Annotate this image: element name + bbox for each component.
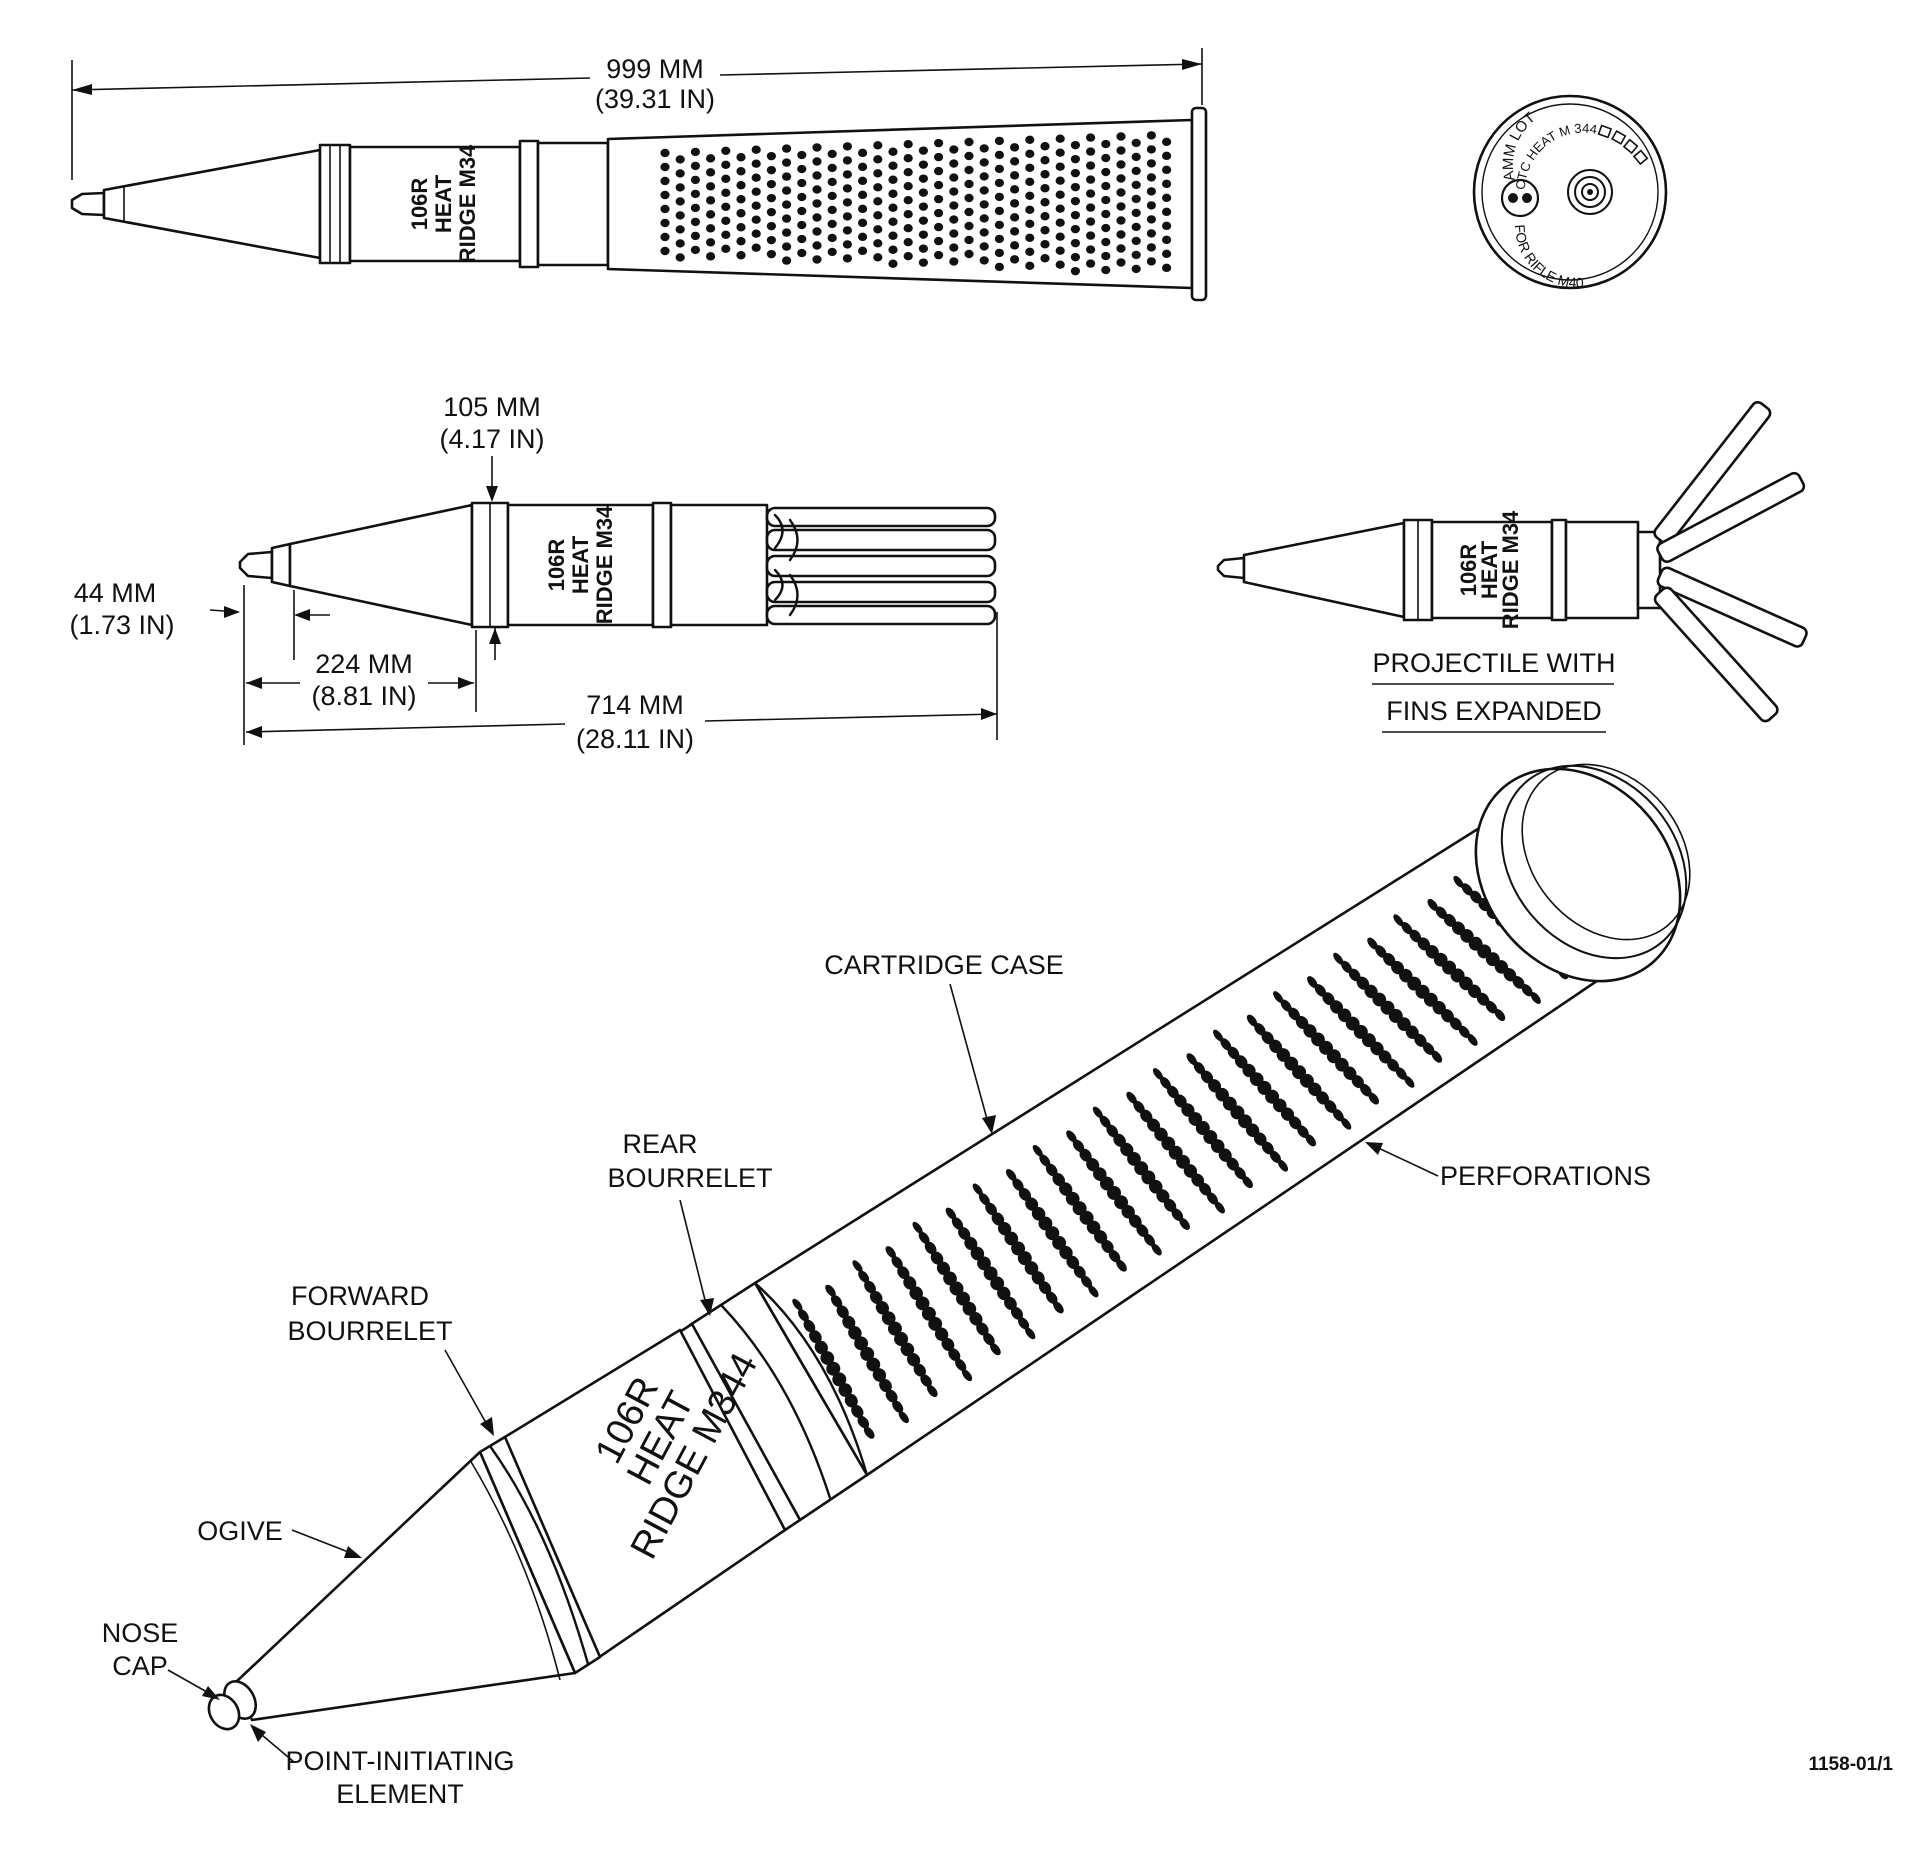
callout-nose-cap: NOSE CAP — [102, 1618, 220, 1700]
fins-view-ogive — [1242, 521, 1406, 619]
projectile-length-dimension: 714 MM (28.11 IN) — [245, 612, 998, 754]
svg-text:REAR: REAR — [622, 1129, 697, 1159]
projectile-ogive — [288, 503, 474, 627]
svg-text:POINT-INITIATING: POINT-INITIATING — [286, 1746, 515, 1776]
rear-bourrelet-band — [518, 139, 540, 269]
ogive-shape — [102, 148, 322, 260]
svg-text:RIDGE M34: RIDGE M34 — [1498, 510, 1523, 629]
svg-text:ELEMENT: ELEMENT — [336, 1779, 464, 1809]
fins-caption-line1: PROJECTILE WITH — [1372, 648, 1615, 678]
svg-text:BOURRELET: BOURRELET — [287, 1316, 452, 1346]
projectile-dimension-view: 106R HEAT RIDGE M34 105 MM (4.17 IN) 44 … — [69, 392, 998, 754]
svg-text:HEAT: HEAT — [1477, 540, 1502, 599]
svg-text:BOURRELET: BOURRELET — [607, 1163, 772, 1193]
diameter-dimension: 105 MM (4.17 IN) — [439, 392, 545, 660]
fins-caption-line2: FINS EXPANDED — [1386, 696, 1602, 726]
svg-text:106R: 106R — [544, 539, 569, 592]
svg-text:NOSE: NOSE — [102, 1618, 179, 1648]
folded-fins — [765, 506, 997, 626]
svg-text:(1.73 IN): (1.73 IN) — [69, 610, 174, 640]
ogive-length-dimension: 224 MM (8.81 IN) — [243, 585, 477, 745]
overall-length-dimension: 999 MM (39.31 IN) — [71, 48, 1203, 180]
projectile-nose — [238, 550, 274, 580]
svg-text:224 MM: 224 MM — [315, 649, 413, 679]
svg-text:RIDGE M34: RIDGE M34 — [455, 144, 480, 263]
svg-text:HEAT: HEAT — [431, 174, 456, 233]
fins-view-stencil: 106R HEAT RIDGE M34 — [1456, 510, 1523, 629]
callout-ogive: OGIVE — [197, 1516, 362, 1558]
svg-text:RIDGE M34: RIDGE M34 — [592, 505, 617, 624]
callout-point-initiating: POINT-INITIATING ELEMENT — [250, 1724, 515, 1809]
case-base-flange — [1474, 767, 1682, 983]
svg-text:714 MM: 714 MM — [586, 690, 684, 720]
svg-text:CAP: CAP — [112, 1651, 168, 1681]
case-perforations — [660, 131, 1172, 276]
forward-bourrelet-band — [318, 143, 352, 265]
svg-text:PERFORATIONS: PERFORATIONS — [1440, 1161, 1651, 1191]
callout-cartridge-case: CARTRIDGE CASE — [824, 950, 1064, 1134]
perspective-round-view: 106R HEAT RIDGE M344 CARTRIDGE CASE REAR… — [102, 763, 1691, 1809]
case-rim — [1190, 106, 1208, 302]
nose-length-dimension: 44 MM (1.73 IN) — [69, 578, 330, 640]
nose-cap-shape — [70, 191, 106, 217]
top-stencil: 106R HEAT RIDGE M34 — [407, 144, 480, 263]
projectile-body — [348, 145, 522, 263]
svg-text:44 MM: 44 MM — [74, 578, 157, 608]
case-collar — [536, 141, 610, 267]
callout-rear-bourrelet: REAR BOURRELET — [607, 1129, 773, 1316]
svg-text:(28.11 IN): (28.11 IN) — [576, 724, 694, 754]
svg-text:OGIVE: OGIVE — [197, 1516, 283, 1546]
svg-text:HEAT: HEAT — [568, 535, 593, 594]
svg-text:106R: 106R — [407, 178, 432, 231]
svg-text:(4.17 IN): (4.17 IN) — [439, 424, 544, 454]
svg-text:(8.81 IN): (8.81 IN) — [311, 681, 416, 711]
cartridge-base-view: AMM LOT CTC HEAT M 344 FOR RIFLE M40 — [1472, 94, 1668, 291]
callout-perforations: PERFORATIONS — [1365, 1142, 1651, 1191]
svg-text:106R: 106R — [1456, 544, 1481, 597]
svg-text:105 MM: 105 MM — [443, 392, 541, 422]
base-vent-circle — [1500, 178, 1540, 218]
overall-length-mm: 999 MM — [606, 54, 704, 84]
callout-forward-bourrelet: FORWARD BOURRELET — [287, 1281, 494, 1436]
overall-length-in: (39.31 IN) — [595, 84, 715, 114]
fins-expanded-view: 106R HEAT RIDGE M34 PROJECTILE WITH FINS… — [1216, 401, 1808, 733]
svg-text:CARTRIDGE CASE: CARTRIDGE CASE — [824, 950, 1064, 980]
lot-boxes — [1597, 124, 1649, 166]
svg-text:FORWARD: FORWARD — [291, 1281, 429, 1311]
complete-round-side-view: 999 MM (39.31 IN) 106R HEAT RIDGE M34 — [70, 48, 1208, 302]
figure-id: 1158-01/1 — [1808, 1754, 1893, 1775]
projectile-stencil: 106R HEAT RIDGE M34 — [544, 505, 617, 624]
expanded-fins — [1653, 401, 1808, 723]
